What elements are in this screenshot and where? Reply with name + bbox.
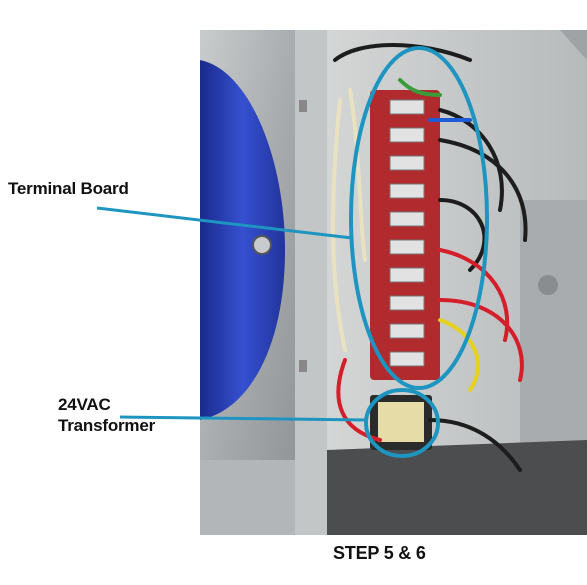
blower-housing [200, 60, 285, 420]
transformer-label-line2: Transformer [58, 416, 156, 435]
step-caption: STEP 5 & 6 [333, 543, 426, 563]
transformer-label-line1: 24VAC [58, 395, 111, 414]
terminal-board-highlight [349, 46, 489, 390]
terminal-board [370, 90, 440, 380]
transformer [370, 395, 432, 450]
blower-bolt [252, 235, 272, 255]
transformer-leader-line [119, 415, 369, 422]
photograph [200, 30, 587, 535]
transformer-label: 24VAC Transformer [58, 394, 155, 436]
terminal-board-leader-line [96, 206, 353, 240]
mounting-rail [295, 30, 327, 535]
terminal-board-label: Terminal Board [8, 179, 129, 198]
transformer-highlight [364, 388, 440, 458]
wiring [331, 43, 528, 472]
